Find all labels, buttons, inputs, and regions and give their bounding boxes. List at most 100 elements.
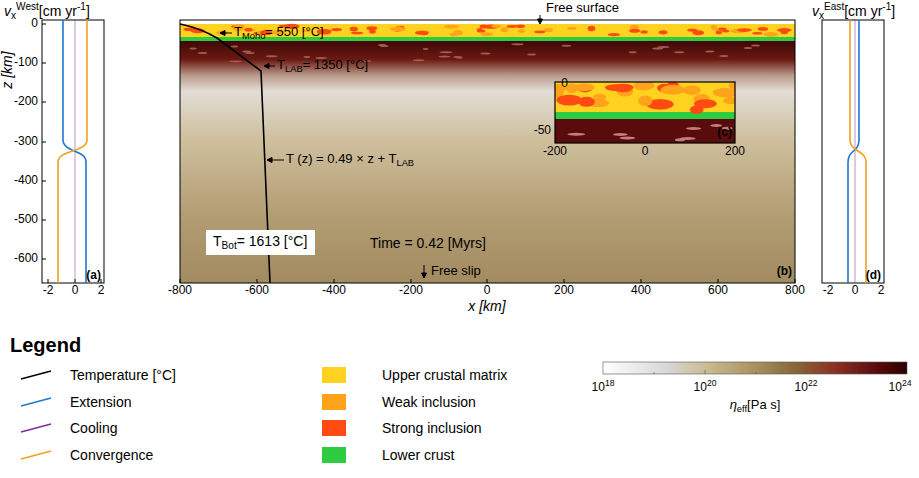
tick-label: 600 [708, 284, 728, 297]
inclusion [764, 32, 779, 37]
tick-label: -600 [245, 284, 269, 297]
inclusion [562, 45, 572, 47]
legend-swatch [322, 420, 346, 436]
panel-a-frame [42, 20, 104, 283]
label-text: v [4, 3, 11, 19]
label-text: T [277, 57, 285, 72]
inclusion [516, 24, 525, 27]
inclusion [608, 33, 620, 36]
label-text: -200 [543, 144, 567, 158]
label-text: η [730, 397, 737, 412]
tick-label: -100 [14, 56, 38, 69]
label-text: Strong inclusion [382, 420, 482, 436]
label-text: ] [86, 3, 90, 19]
label-text: T (z) = 0.49 × z + T [286, 151, 396, 166]
inclusion [491, 25, 501, 28]
label-text: -2 [823, 283, 834, 297]
inclusion [692, 30, 704, 35]
inclusion [686, 127, 701, 130]
label-text: [cm yr [39, 3, 77, 19]
label-text: -200 [399, 283, 423, 297]
label-text: [Pa s] [747, 397, 780, 412]
legend-line-sample [20, 423, 52, 433]
tick-label: 800 [785, 284, 805, 297]
subscript: x [11, 10, 16, 21]
inclusion [613, 133, 628, 136]
label-text: -50 [534, 123, 551, 137]
label-text: 0 [484, 283, 491, 297]
subscript: LAB [396, 158, 414, 168]
subscript: eff [737, 404, 747, 414]
superscript: 20 [707, 378, 717, 388]
label-text: 600 [708, 283, 728, 297]
colorbar-ticks [654, 370, 856, 374]
inclusion [711, 25, 717, 30]
legend-title: Legend [10, 334, 81, 356]
inclusion [705, 50, 714, 52]
tick-label: 2 [98, 284, 105, 297]
label-text: -600 [245, 283, 269, 297]
label-text: -400 [322, 283, 346, 297]
inclusion [479, 25, 488, 29]
inclusion [588, 26, 596, 31]
subscript: x [819, 10, 824, 21]
colorbar-tick: 1018 [592, 379, 615, 394]
inclusion [420, 32, 428, 35]
tick-label: 400 [631, 284, 651, 297]
inclusion [518, 29, 525, 33]
label-text: -100 [14, 55, 38, 69]
inclusion [527, 54, 536, 56]
label-text: 10 [592, 379, 605, 393]
tick-label: 200 [554, 284, 574, 297]
superscript: -1 [77, 1, 86, 12]
x-ticks [180, 279, 795, 283]
inclusion [438, 56, 450, 58]
tick-label: -600 [14, 252, 38, 265]
inclusion [331, 28, 342, 31]
tick-label: -200 [14, 95, 38, 108]
colorbar-title: ηeff[Pa s] [730, 398, 781, 414]
label-text: Temperature [°C] [70, 367, 176, 383]
label-text: Lower crust [382, 447, 454, 463]
label-text: (a) [86, 268, 101, 282]
inclusion [752, 32, 762, 35]
label-text: Weak inclusion [382, 394, 476, 410]
inclusion [744, 47, 752, 49]
inclusion [501, 27, 508, 32]
label-text: 0 [31, 16, 38, 30]
inclusion [780, 30, 788, 34]
inclusion [634, 82, 655, 90]
label-text: = 550 [°C] [265, 24, 323, 39]
annotation-box: TBot= 1613 [°C] [206, 230, 315, 255]
panel-letter: (c) [717, 126, 732, 139]
superscript: 22 [808, 378, 818, 388]
inclusion [723, 97, 735, 104]
inclusion [415, 31, 429, 35]
label-text: ] [891, 3, 895, 19]
label-text: x [km] [468, 298, 505, 314]
legend-line-sample [20, 450, 52, 460]
legend-line-sample [20, 397, 52, 407]
legend-swatch [322, 367, 346, 383]
panel-c-frame [555, 82, 735, 143]
tick-label: 0 [31, 17, 38, 30]
legend-entry: Extension [70, 394, 131, 410]
inclusion [477, 28, 483, 32]
label-text: Extension [70, 394, 131, 410]
label-text: -400 [14, 173, 38, 187]
inclusion [266, 55, 278, 57]
label-text: -500 [14, 212, 38, 226]
tick-label: -2 [823, 284, 834, 297]
legend-entry: Upper crustal matrix [382, 367, 507, 383]
colorbar-tick: 1022 [795, 379, 818, 394]
inclusion [190, 47, 197, 49]
superscript: -1 [882, 1, 891, 12]
legend-entry: Temperature [°C] [70, 367, 176, 383]
inclusion [351, 32, 364, 35]
label-text: 200 [725, 144, 745, 158]
label-text: Free surface [546, 0, 619, 15]
cooling-line [855, 20, 856, 283]
inclusion [657, 46, 669, 48]
inclusion [690, 106, 704, 114]
